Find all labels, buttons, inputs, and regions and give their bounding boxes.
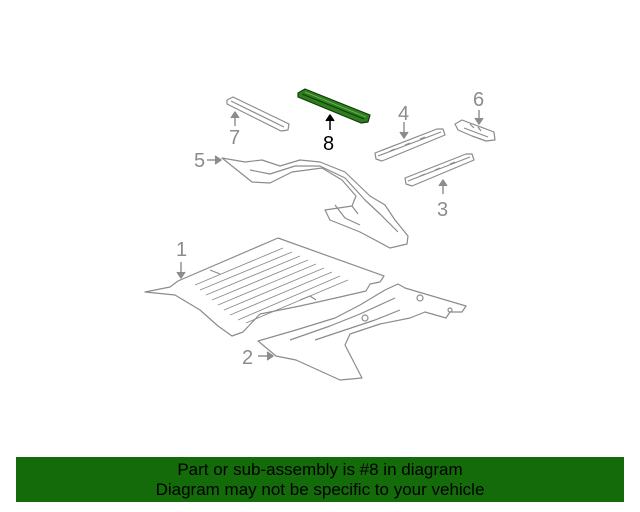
info-banner: Part or sub-assembly is #8 in diagram Di… bbox=[16, 457, 624, 502]
leader-line-8 bbox=[325, 114, 335, 130]
parts-diagram-drawing bbox=[144, 88, 496, 381]
callout-2[interactable]: 2 bbox=[242, 347, 254, 369]
leader-lines bbox=[176, 110, 484, 361]
callout-3[interactable]: 3 bbox=[437, 199, 449, 221]
banner-part-info: Part or sub-assembly is #8 in diagram bbox=[177, 460, 463, 479]
part-3-crossmember[interactable] bbox=[404, 153, 475, 187]
part-6-bracket[interactable] bbox=[454, 119, 496, 142]
callout-5[interactable]: 5 bbox=[194, 150, 206, 172]
parts-diagram: 1 2 3 4 5 6 7 8 bbox=[144, 88, 496, 381]
callout-6[interactable]: 6 bbox=[473, 89, 485, 111]
callout-7[interactable]: 7 bbox=[229, 127, 241, 149]
part-5-side-rail[interactable] bbox=[221, 157, 409, 249]
part-2-rear-floor[interactable] bbox=[257, 283, 467, 381]
callout-1[interactable]: 1 bbox=[176, 239, 188, 261]
banner-disclaimer: Diagram may not be specific to your vehi… bbox=[155, 480, 485, 499]
callout-8-highlighted[interactable]: 8 bbox=[323, 133, 335, 155]
part-1-floor-pan[interactable] bbox=[144, 237, 385, 337]
part-8-rail[interactable] bbox=[297, 88, 371, 124]
callout-4[interactable]: 4 bbox=[398, 103, 410, 125]
part-4-crossmember[interactable] bbox=[374, 128, 446, 162]
part-7-rail[interactable] bbox=[226, 96, 290, 132]
